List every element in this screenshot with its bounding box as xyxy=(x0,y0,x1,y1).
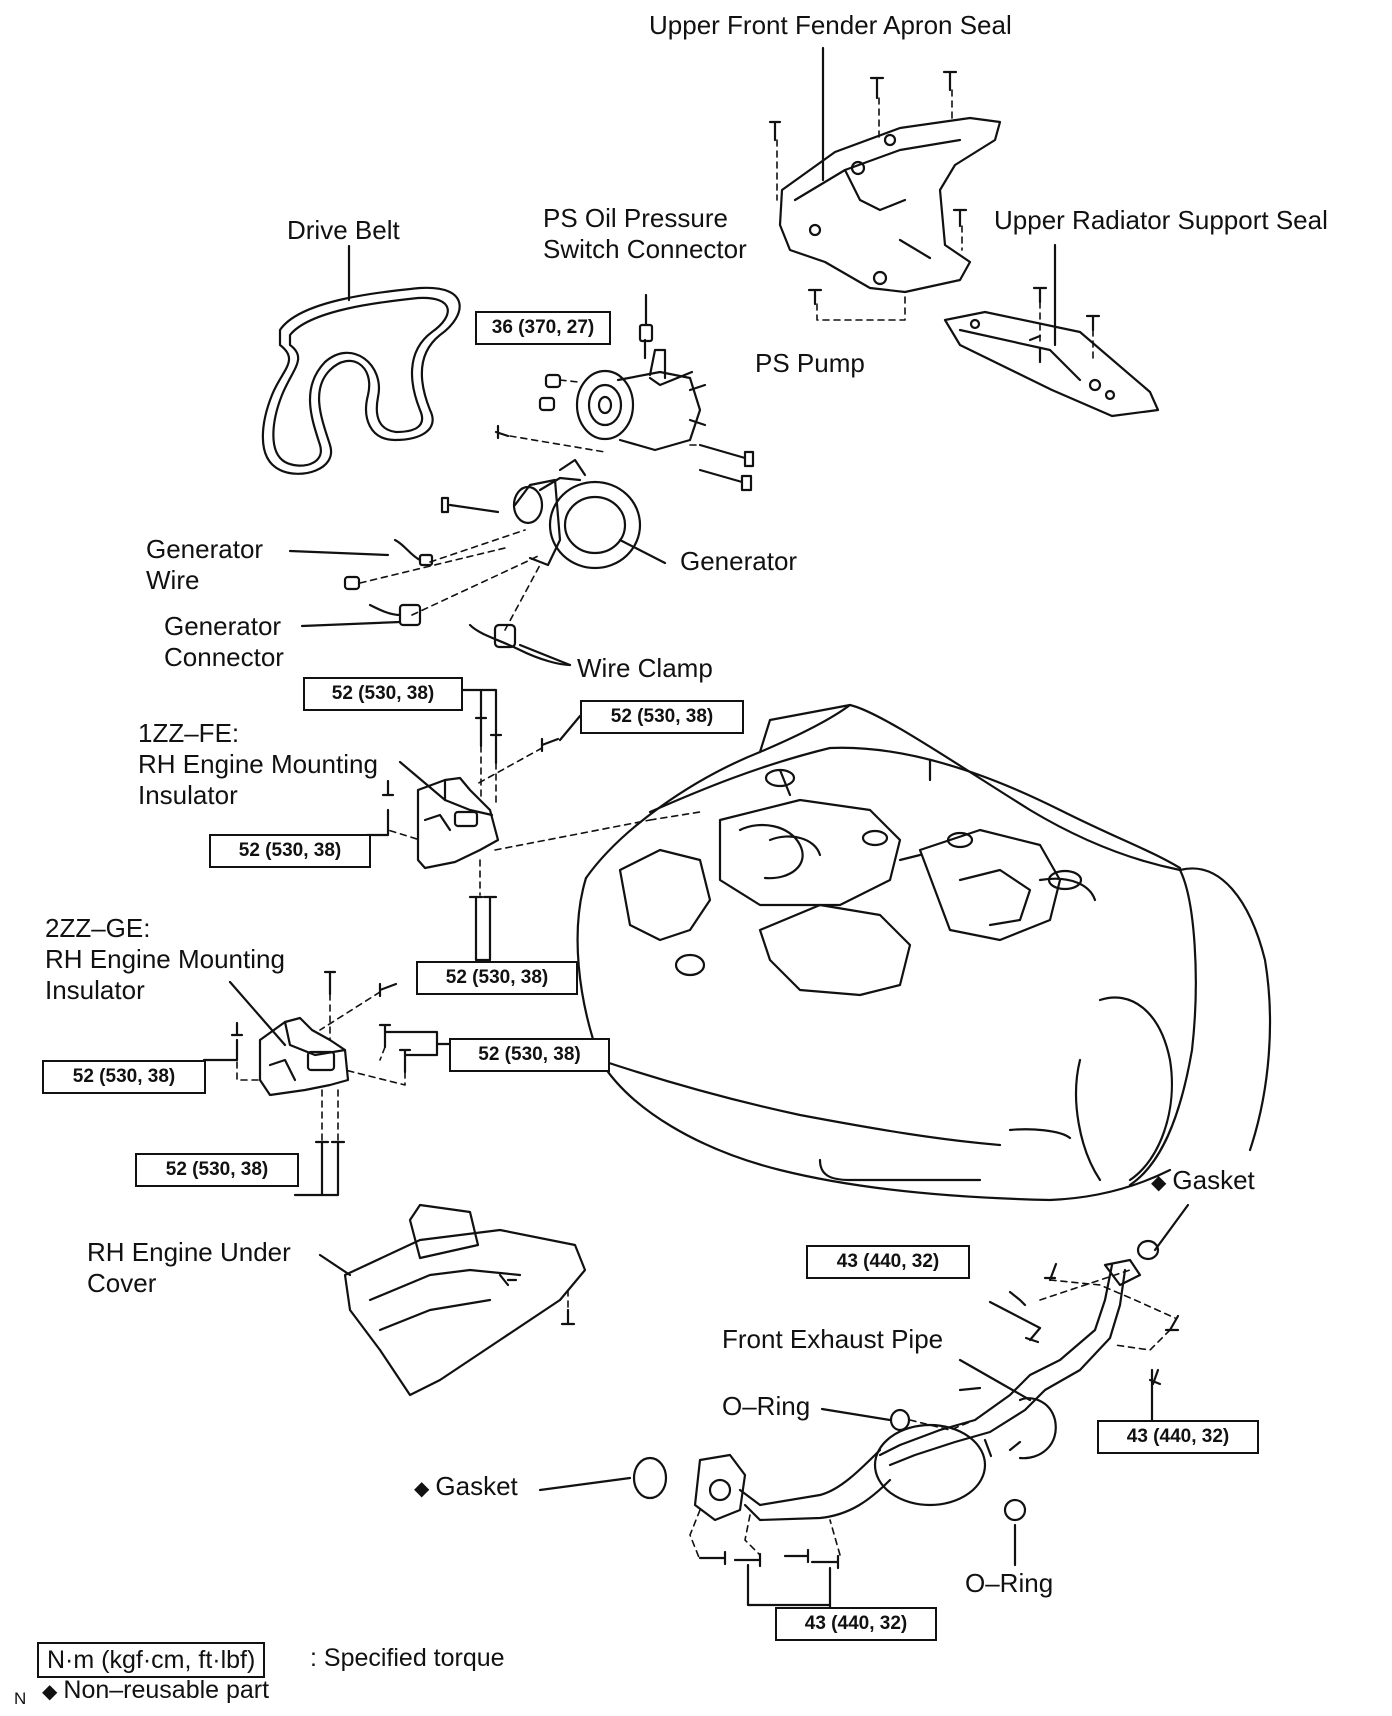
under-cover-part xyxy=(343,1203,587,1397)
torque-mount-2zz-bottom: 52 (530, 38) xyxy=(135,1153,299,1187)
torque-mount-1zz-top: 52 (530, 38) xyxy=(303,677,463,711)
leader-mount-1zz xyxy=(398,760,447,802)
label-ps-oil-pressure-switch-connector: PS Oil Pressure Switch Connector xyxy=(543,203,747,264)
label-generator-connector: Generator Connector xyxy=(164,611,284,672)
non-reusable-diamond-icon: ◆ xyxy=(414,1478,430,1500)
torque-ps-pump: 36 (370, 27) xyxy=(475,311,611,345)
leader-under-cover xyxy=(318,1253,352,1277)
generator-wire-part xyxy=(343,538,434,591)
leader-o-ring-left xyxy=(820,1407,892,1422)
car-body-outline xyxy=(576,703,1272,1202)
mount-2zz-part xyxy=(258,1016,350,1097)
generator-part xyxy=(512,458,642,570)
wire-clamp-part xyxy=(468,623,572,667)
radiator-seal-dashes xyxy=(1039,301,1094,361)
radiator-support-seal-part xyxy=(943,286,1160,418)
mount-2zz-dashes xyxy=(236,991,406,1141)
label-drive-belt: Drive Belt xyxy=(287,215,400,245)
mount-2zz-brackets xyxy=(202,1030,452,1197)
label-front-exhaust-pipe: Front Exhaust Pipe xyxy=(722,1324,944,1354)
torque-mount-2zz-right: 52 (530, 38) xyxy=(449,1038,610,1072)
mount-1zz-dashes xyxy=(387,745,651,896)
legend-nonreusable-marker: N xyxy=(14,1689,27,1708)
torque-mount-1zz-right: 52 (530, 38) xyxy=(580,700,744,734)
leader-generator xyxy=(618,538,667,565)
leader-gasket-upper xyxy=(1153,1203,1190,1252)
ps-pump-bolts xyxy=(494,424,755,492)
label-o-ring-left: O–Ring xyxy=(722,1391,811,1421)
non-reusable-diamond-icon: ◆ xyxy=(42,1681,58,1703)
label-rh-engine-mounting-insulator-2zz: 2ZZ–GE: RH Engine Mounting Insulator xyxy=(45,913,285,1005)
label-gasket-lower: ◆Gasket xyxy=(414,1471,518,1505)
leader-generator-connector xyxy=(300,620,402,628)
label-upper-front-fender-apron-seal: Upper Front Fender Apron Seal xyxy=(649,10,1012,40)
mount-2zz-bolts xyxy=(230,970,412,1074)
legend-torque-description: : Specified torque xyxy=(310,1644,505,1672)
drive-belt-part xyxy=(261,286,461,475)
exhaust-fasteners xyxy=(632,1239,1180,1570)
label-gasket-upper: ◆Gasket xyxy=(1151,1165,1255,1199)
leader-front-exhaust-pipe xyxy=(958,1290,1032,1402)
mount-1zz-part xyxy=(416,776,500,870)
label-o-ring-lower: O–Ring xyxy=(965,1568,1054,1598)
fender-seal-clips xyxy=(768,70,968,306)
car-engine-bay xyxy=(618,768,1097,997)
exhaust-pipe-part xyxy=(693,1258,1142,1522)
torque-mount-2zz-left: 52 (530, 38) xyxy=(42,1060,206,1094)
label-ps-pump: PS Pump xyxy=(755,348,865,378)
leader-ps-pump xyxy=(648,370,694,387)
generator-connector-part xyxy=(368,603,422,627)
exhaust-dashes xyxy=(689,1269,1176,1561)
generator-bolt xyxy=(440,496,500,514)
fender-seal-dashes xyxy=(776,89,963,321)
torque-mount-1zz-bottom: 52 (530, 38) xyxy=(416,961,578,995)
label-rh-engine-mounting-insulator-1zz: 1ZZ–FE: RH Engine Mounting Insulator xyxy=(138,718,378,810)
mount-1zz-brackets xyxy=(365,688,582,962)
torque-mount-1zz-left: 52 (530, 38) xyxy=(209,834,371,868)
legend-torque-unit-box: N·m (kgf·cm, ft·lbf) xyxy=(37,1642,266,1678)
leader-mount-2zz xyxy=(228,980,287,1047)
label-upper-radiator-support-seal: Upper Radiator Support Seal xyxy=(994,205,1328,235)
mount-to-car-dash xyxy=(649,811,701,821)
ps-pump-part xyxy=(575,293,707,452)
leader-generator-wire xyxy=(288,549,390,557)
ps-pump-dashes xyxy=(509,379,701,453)
leader-wire-clamp xyxy=(518,643,572,667)
torque-exhaust-upper-left: 43 (440, 32) xyxy=(806,1245,970,1279)
torque-exhaust-right: 43 (440, 32) xyxy=(1097,1420,1259,1454)
label-wire-clamp: Wire Clamp xyxy=(577,653,713,683)
generator-dashes xyxy=(359,529,541,631)
torque-exhaust-bottom: 43 (440, 32) xyxy=(775,1607,937,1641)
mount-2zz-lower-bolts xyxy=(314,1140,346,1174)
fender-apron-seal-part xyxy=(778,116,1002,294)
label-rh-engine-under-cover: RH Engine Under Cover xyxy=(87,1237,291,1298)
label-generator-wire: Generator Wire xyxy=(146,534,264,595)
mount-1zz-bolts xyxy=(381,716,560,797)
legend-nonreusable: ◆Non–reusable part xyxy=(42,1674,269,1708)
ps-pump-nuts xyxy=(538,373,562,412)
mount-1zz-lower-bolts xyxy=(468,895,498,939)
label-generator: Generator xyxy=(680,546,798,576)
non-reusable-diamond-icon: ◆ xyxy=(1151,1172,1167,1194)
leader-gasket-lower xyxy=(538,1476,632,1492)
